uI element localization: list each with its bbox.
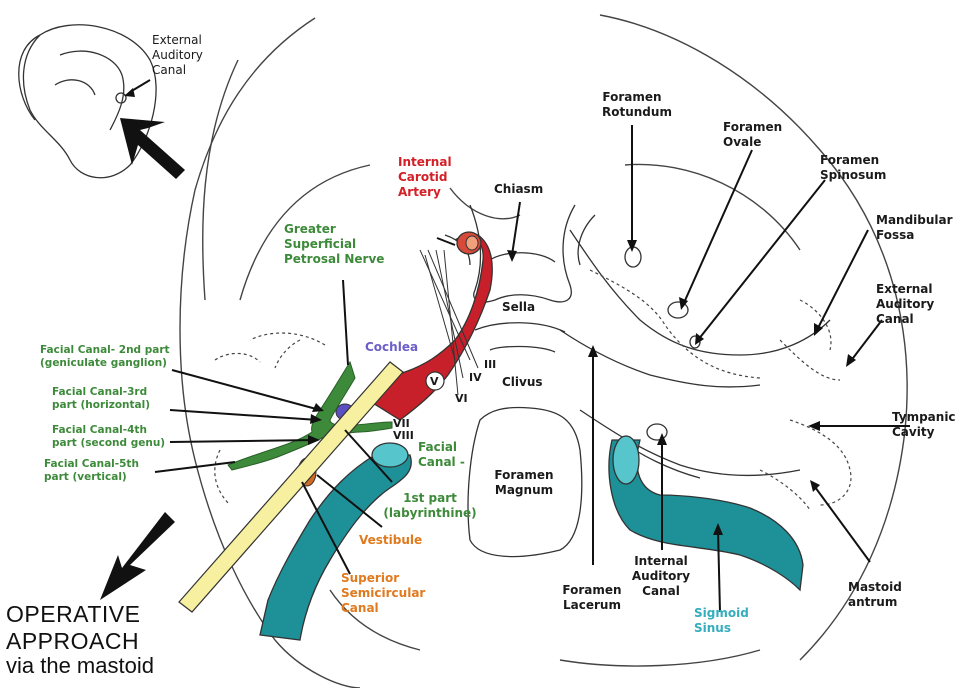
label-sella: Sella: [502, 300, 535, 315]
label-chiasm: Chiasm: [494, 182, 543, 197]
sigmoid-sinus-left-cap: [372, 443, 408, 467]
label-facial-canal-5th: Facial Canal-5th part (vertical): [44, 458, 139, 484]
label-facial-canal-2nd: Facial Canal- 2nd part (geniculate gangl…: [40, 344, 170, 370]
right-structures: [560, 230, 830, 478]
label-superior-semicircular-canal: Superior Semicircular Canal: [341, 571, 425, 616]
label-foramen-spinosum: Foramen Spinosum: [820, 153, 886, 183]
label-foramen-lacerum: Foramen Lacerum: [555, 583, 629, 613]
label-nerve-iv: IV: [469, 370, 482, 385]
carotid-lumen-inner: [466, 236, 478, 250]
label-nerve-vi: VI: [455, 391, 468, 406]
label-tympanic-cavity: Tympanic Cavity: [892, 410, 956, 440]
label-nerve-viii: VIII: [393, 428, 414, 443]
label-mandibular-fossa: Mandibular Fossa: [876, 213, 953, 243]
label-greater-superficial-petrosal-nerve: Greater Superficial Petrosal Nerve: [284, 222, 384, 267]
label-internal-auditory-canal: Internal Auditory Canal: [626, 554, 696, 599]
operative-line-3: via the mastoid: [6, 658, 154, 673]
sigmoid-sinus-right-cap: [613, 436, 639, 484]
label-foramen-rotundum: Foramen Rotundum: [602, 90, 662, 120]
label-sigmoid-sinus: Sigmoid Sinus: [694, 606, 749, 636]
label-foramen-ovale: Foramen Ovale: [723, 120, 782, 150]
operative-line-2: APPROACH: [6, 627, 139, 655]
ear-inset: [19, 25, 156, 178]
label-vestibule: Vestibule: [359, 533, 422, 548]
label-facial-canal-3rd: Facial Canal-3rd part (horizontal): [52, 386, 150, 412]
operative-line-1: OPERATIVE: [6, 600, 140, 628]
label-foramen-magnum: Foramen Magnum: [484, 468, 564, 498]
label-facial-canal-1st-a: Facial Canal -: [418, 440, 465, 470]
label-facial-canal-4th: Facial Canal-4th part (second genu): [52, 424, 165, 450]
label-cochlea: Cochlea: [365, 340, 418, 355]
label-external-auditory-canal: External Auditory Canal: [876, 282, 934, 327]
internal-carotid-artery: [368, 235, 492, 420]
label-clivus: Clivus: [502, 375, 543, 390]
label-ear-canal-inset: External Auditory Canal: [152, 33, 203, 78]
label-nerve-iii: III: [484, 357, 496, 372]
label-internal-carotid-artery: Internal Carotid Artery: [398, 155, 452, 200]
label-nerve-v: V: [430, 374, 439, 389]
label-facial-canal-1st-b: 1st part (labyrinthine): [377, 491, 483, 521]
label-mastoid-antrum: Mastoid antrum: [848, 580, 902, 610]
